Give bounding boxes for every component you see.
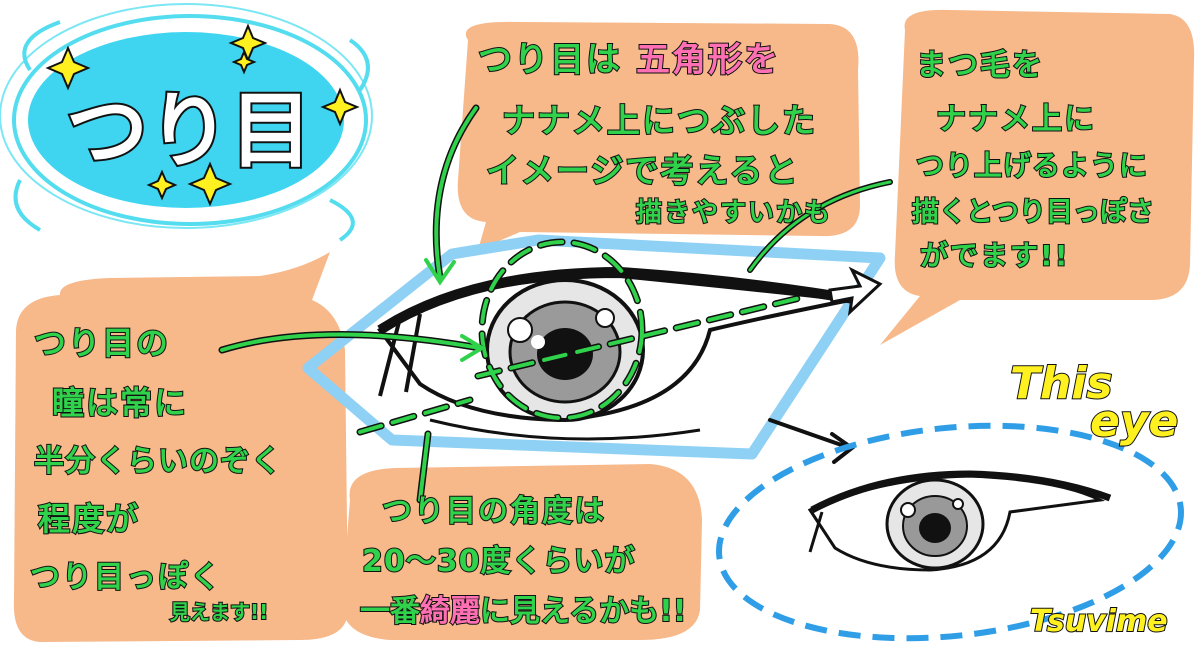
speech-bubbles (13, 9, 1195, 642)
note-line: つり目の角度は (381, 493, 606, 530)
english-label-eye: eye (1089, 395, 1179, 448)
note-line: まつ毛を (915, 47, 1044, 84)
note-line: がでます!! (919, 238, 1070, 273)
note-line: 20〜30度くらいが (361, 543, 636, 580)
note-line: 見えます!! (169, 599, 269, 625)
signature: Tsuvime (1029, 603, 1169, 640)
title-badge (0, 3, 373, 242)
note-line: つり目の (33, 323, 171, 363)
note-text-pink: 綺麗 (419, 593, 481, 630)
note-line: ナナメ上に (935, 101, 1096, 138)
open-arrow-icon (828, 266, 883, 316)
note-line: ナナメ上につぶした (501, 100, 817, 141)
page-title: つり目 (64, 82, 314, 181)
english-label-this: This (1009, 357, 1114, 410)
note-line: 程度が (37, 499, 141, 539)
note-line: つり目は五角形を (477, 32, 780, 81)
arrows (218, 104, 893, 504)
note-line: 半分くらいのぞく (33, 443, 282, 480)
note-line: つり上げるように (915, 148, 1149, 183)
note-text: つり目は (477, 39, 622, 81)
note-line: 瞳は常に (51, 383, 189, 423)
note-line: つり目っぽく (29, 559, 222, 596)
dashed-eye-outline (716, 422, 1184, 642)
note-line: 描くとつり目っぽさ (911, 196, 1155, 229)
pentagon-guide (302, 234, 886, 460)
note-text-pink: 五角形を (635, 39, 780, 81)
sparkle-icon (45, 23, 360, 207)
bubble-bottom (341, 464, 702, 640)
eye-icon (377, 266, 861, 441)
note-text: に見えるかも!! (479, 593, 687, 630)
note-line: 一番綺麗に見えるかも!! (359, 586, 687, 630)
note-line: イメージで考えると (485, 150, 800, 191)
bubble-top (457, 21, 860, 251)
note-line: 描きやすいかも (635, 197, 833, 229)
note-text: 一番 (359, 593, 421, 630)
bubble-left (13, 252, 348, 642)
eye-icon (807, 470, 1112, 572)
bubble-right (880, 9, 1195, 345)
